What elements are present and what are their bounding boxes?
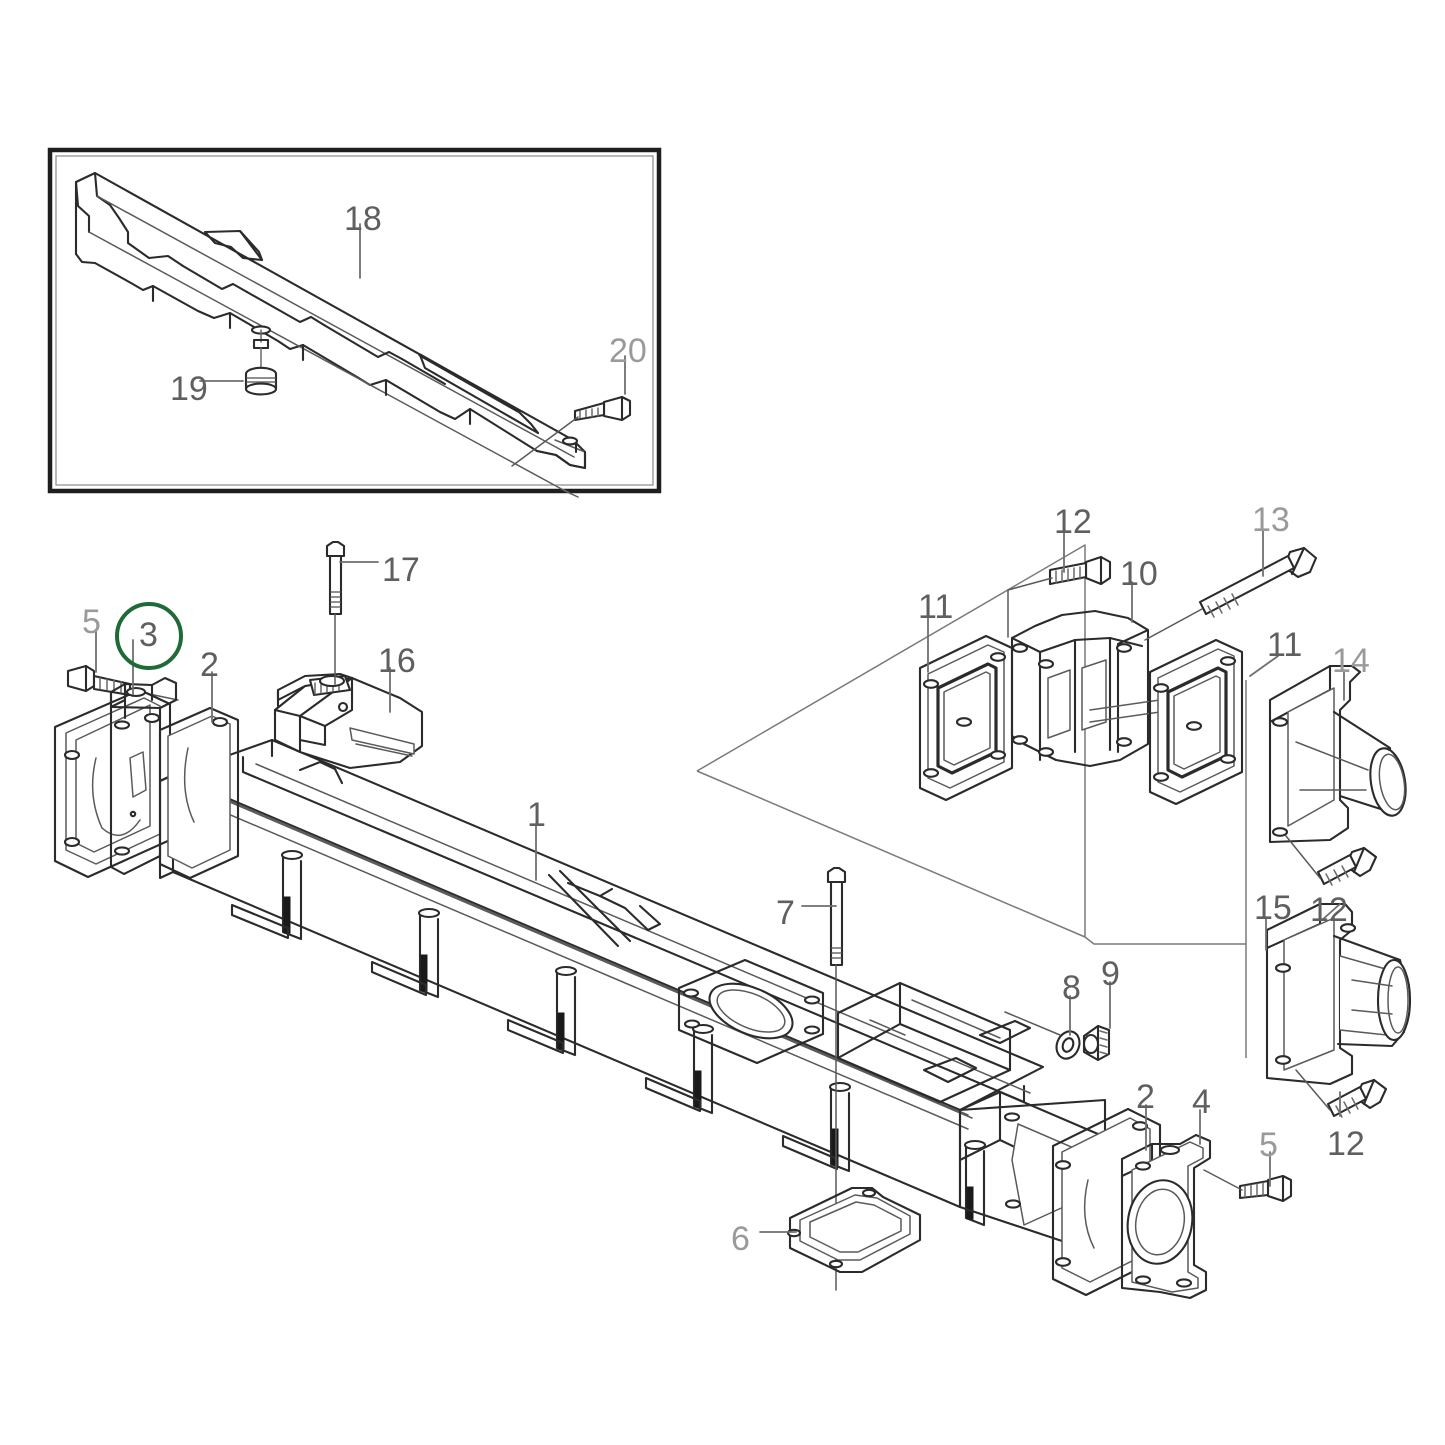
left-flange-stack: [53, 664, 240, 880]
assembly-group-outline: [696, 544, 1247, 1058]
bolt-part-5-left: [66, 664, 179, 701]
bolt-part-20: [511, 395, 632, 467]
label-17: 17: [382, 551, 420, 589]
label-13: 13: [1252, 501, 1290, 539]
housing-part-15: [1265, 902, 1412, 1118]
intake-manifold-part-1: [158, 738, 1107, 1245]
label-5-right: 5: [1259, 1126, 1278, 1164]
bolt-part-12-housing15: [1295, 1069, 1388, 1118]
gasket-part-11-left: [918, 634, 1014, 802]
label-8: 8: [1062, 969, 1081, 1007]
label-20: 20: [609, 332, 647, 370]
bracket-part-3: [109, 676, 178, 876]
grommet-part-19: [244, 325, 278, 396]
fitting-part-9: [1082, 1024, 1111, 1062]
bolt-part-12-top: [1007, 555, 1112, 638]
bolt-part-5-right: [1203, 1169, 1293, 1203]
label-14: 14: [1332, 642, 1370, 680]
label-15: 15: [1254, 889, 1292, 927]
label-1: 1: [527, 796, 546, 834]
label-9: 9: [1101, 955, 1120, 993]
right-flange-stack: [1051, 1107, 1293, 1300]
label-19: 19: [170, 370, 208, 408]
label-12-housing: 12: [1327, 1125, 1365, 1163]
gasket-plate-left: [53, 688, 172, 879]
label-6: 6: [731, 1220, 750, 1258]
bolt-part-12-elbow: [1285, 835, 1378, 886]
label-16: 16: [378, 642, 416, 680]
gasket-part-11-right: [1148, 638, 1244, 806]
washer-part-8: [1004, 1011, 1081, 1060]
inset-detail-box: [47, 147, 662, 498]
label-11-right: 11: [1267, 626, 1303, 664]
plate-part-4: [1120, 1133, 1212, 1300]
label-10: 10: [1120, 555, 1158, 593]
label-2-right: 2: [1136, 1078, 1155, 1116]
bolt-part-17: [325, 540, 346, 685]
leader-lines: [95, 529, 1345, 1233]
label-2-left: 2: [200, 646, 219, 684]
label-3-highlighted: 3: [139, 616, 158, 654]
gasket-part-2-left: [158, 706, 240, 880]
heat-shield-part-18: [74, 171, 587, 498]
label-12-elbow: 12: [1310, 891, 1348, 929]
label-5-left: 5: [82, 603, 101, 641]
bolt-part-13: [1144, 546, 1318, 641]
elbow-part-14: [1268, 664, 1407, 886]
gasket-part-6: [786, 1186, 922, 1274]
label-11-left: 11: [918, 588, 954, 626]
highlight-circle-item-3[interactable]: [115, 602, 183, 670]
label-12-top: 12: [1054, 503, 1092, 541]
sensor-part-16: [273, 672, 424, 770]
bolt-part-7: [826, 866, 847, 1291]
housing-part-10: [1010, 609, 1161, 768]
label-4: 4: [1192, 1083, 1211, 1121]
label-18: 18: [344, 200, 382, 238]
label-7: 7: [776, 894, 795, 932]
